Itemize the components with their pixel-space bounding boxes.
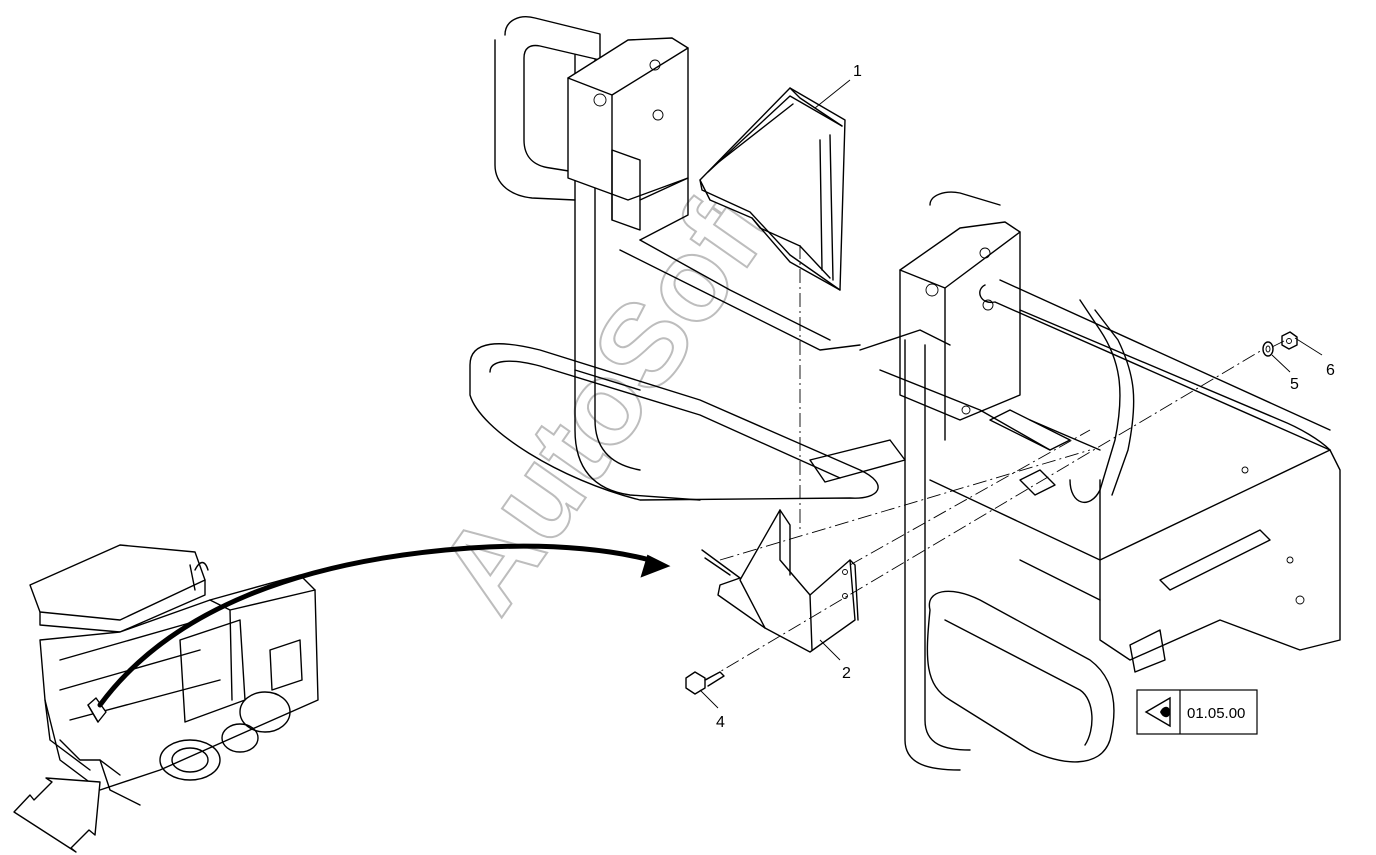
part-4-bolt: [685, 671, 725, 695]
part-1-guard-cover: [699, 87, 846, 291]
curved-pointer-arrow-icon: [97, 543, 671, 708]
leader-lines: [699, 79, 1323, 709]
view-direction-arrow-icon: [13, 777, 101, 853]
machine-overview: [29, 544, 319, 806]
callout-6: 6: [1326, 362, 1335, 379]
callout-1: 1: [853, 63, 862, 80]
eye-view-icon: [1144, 696, 1171, 728]
part-2-bracket-tray: [701, 509, 859, 653]
callout-4: 4: [716, 714, 725, 731]
view-reference-box: 01.05.00: [1136, 689, 1258, 735]
view-reference-code: 01.05.00: [1187, 705, 1245, 722]
part-5-washer: [1262, 341, 1274, 357]
watermark: AutoSoft: [413, 151, 807, 635]
part-6-nut: [1281, 331, 1298, 350]
callout-2: 2: [842, 665, 851, 682]
callout-5: 5: [1290, 376, 1299, 393]
left-support-bracket: [469, 16, 879, 501]
assembly-lines: [705, 245, 1285, 681]
right-support-bracket: [809, 191, 1341, 771]
